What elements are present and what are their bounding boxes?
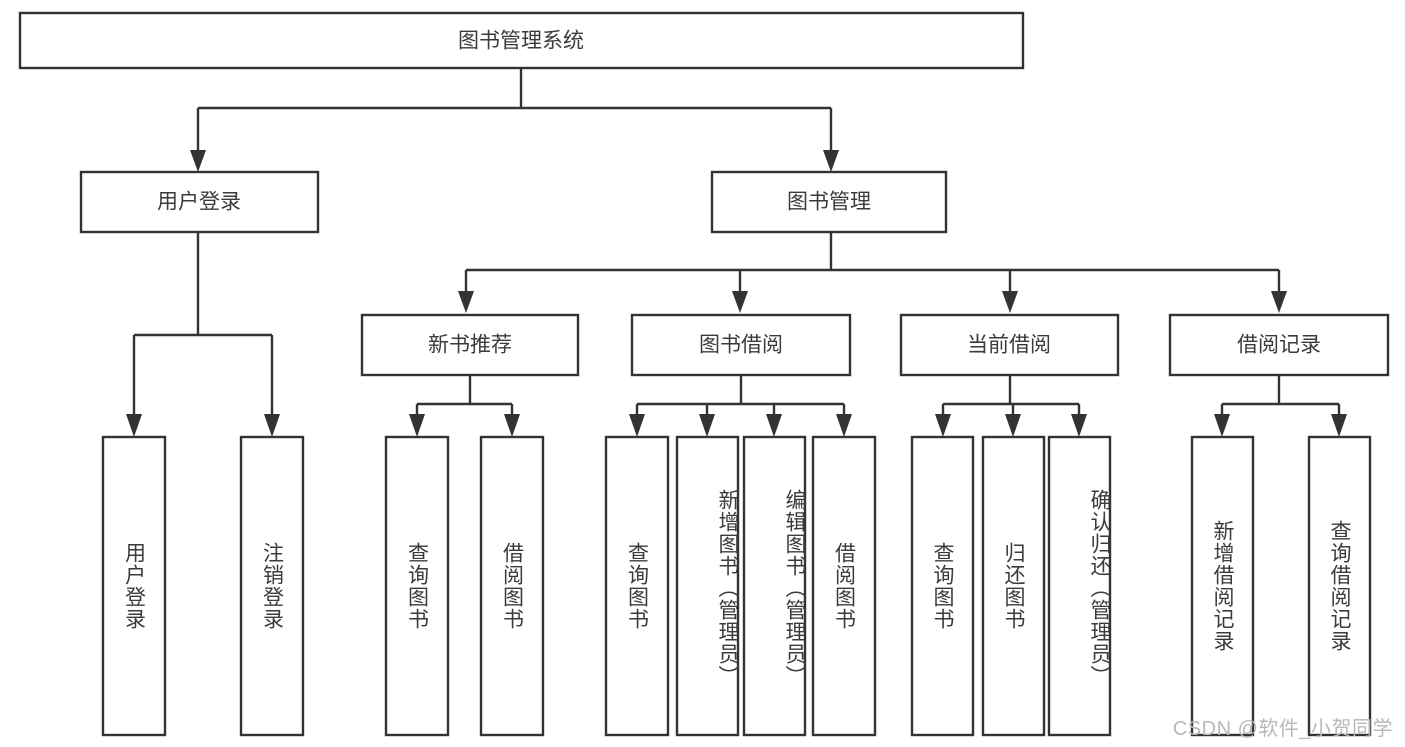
arrow-head-leaf-user-login [126, 414, 142, 437]
node-leaf-query-book-3[interactable] [910, 435, 975, 737]
arrow-head-leaf-confirm-return [1071, 414, 1087, 437]
arrow-head-new-book-rec [458, 291, 474, 313]
node-leaf-query-book-2[interactable] [604, 435, 670, 737]
node-leaf-add-record[interactable] [1190, 435, 1255, 737]
node-current-borrow-label: 当前借阅 [967, 334, 1051, 357]
arrow-head-leaf-query-book-2 [629, 414, 645, 437]
arrow-head-leaf-add-record [1214, 414, 1230, 437]
node-current-borrow[interactable] [899, 313, 1120, 377]
node-leaf-return-book[interactable] [981, 435, 1046, 737]
node-root-label: 图书管理系统 [458, 30, 584, 53]
arrow-head-book-manage [823, 150, 839, 172]
node-user-login[interactable] [79, 170, 320, 234]
node-root[interactable] [18, 11, 1025, 70]
arrow-head-book-borrow [732, 291, 748, 313]
node-book-manage[interactable] [710, 170, 948, 234]
watermark-text: CSDN @软件_小贺同学 [1172, 718, 1393, 740]
labels-layer: 图书管理系统 用户登录 图书管理 新书推荐 图书借阅 当前借阅 借阅记录 [157, 30, 1321, 357]
node-leaf-logout[interactable] [239, 435, 305, 737]
node-leaf-edit-book[interactable] [742, 435, 807, 737]
arrow-head-leaf-query-record [1331, 414, 1347, 437]
arrow-head-leaf-logout [264, 414, 280, 437]
node-new-book-rec-label: 新书推荐 [428, 334, 512, 357]
node-leaf-borrow-book-1[interactable] [479, 435, 545, 737]
arrow-head-leaf-return-book [1005, 414, 1021, 437]
node-new-book-rec[interactable] [360, 313, 580, 377]
edges-layer [126, 68, 1347, 437]
node-leaf-add-book[interactable] [675, 435, 740, 737]
arrow-head-leaf-borrow-book-1 [504, 414, 520, 437]
arrow-head-current-borrow [1002, 291, 1018, 313]
arrow-head-user-login [190, 150, 206, 172]
node-book-borrow[interactable] [630, 313, 852, 377]
node-leaf-user-login[interactable] [101, 435, 167, 737]
arrow-head-leaf-query-book-1 [409, 414, 425, 437]
node-borrow-record[interactable] [1168, 313, 1390, 377]
node-borrow-record-label: 借阅记录 [1237, 334, 1321, 357]
node-book-borrow-label: 图书借阅 [699, 334, 783, 357]
arrow-head-leaf-edit-book [766, 414, 782, 437]
node-leaf-confirm-return[interactable] [1047, 435, 1112, 737]
arrow-head-leaf-add-book [699, 414, 715, 437]
arrow-head-leaf-query-book-3 [935, 414, 951, 437]
node-user-login-label: 用户登录 [157, 191, 241, 214]
boxes-layer [18, 11, 1390, 737]
node-leaf-query-record[interactable] [1307, 435, 1372, 737]
arrow-head-borrow-record [1271, 291, 1287, 313]
node-book-manage-label: 图书管理 [787, 191, 871, 214]
arrow-head-leaf-borrow-book-2 [836, 414, 852, 437]
node-leaf-query-book-1[interactable] [384, 435, 450, 737]
node-leaf-borrow-book-2[interactable] [811, 435, 877, 737]
